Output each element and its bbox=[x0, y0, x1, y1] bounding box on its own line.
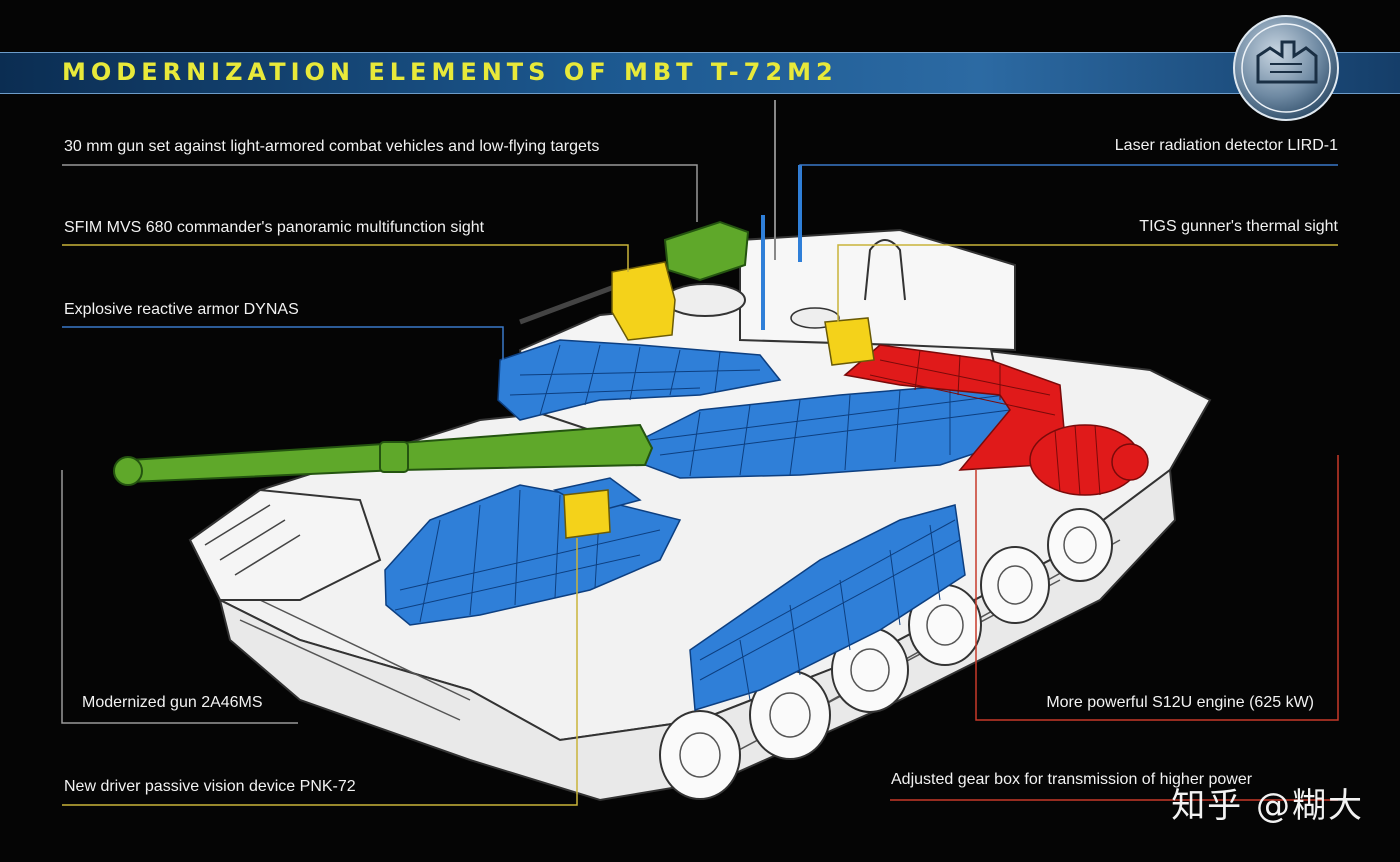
sight-blocks bbox=[563, 261, 875, 539]
leader-era bbox=[62, 326, 504, 360]
label-gun30: 30 mm gun set against light-armored comb… bbox=[64, 138, 600, 155]
leader-gun bbox=[61, 470, 298, 724]
label-sfim: SFIM MVS 680 commander's panoramic multi… bbox=[64, 219, 485, 236]
emblem-icon bbox=[1233, 15, 1339, 121]
leader-tigs bbox=[837, 244, 1338, 322]
leader-sfim bbox=[62, 244, 629, 272]
engine-gearbox bbox=[843, 344, 1149, 496]
label-engine: More powerful S12U engine (625 kW) bbox=[1046, 694, 1314, 711]
main-gun bbox=[113, 423, 654, 486]
label-gearbox: Adjusted gear box for transmission of hi… bbox=[891, 771, 1253, 788]
label-era: Explosive reactive armor DYNAS bbox=[64, 301, 299, 318]
leader-pnk bbox=[62, 538, 578, 806]
label-tigs: TIGS gunner's thermal sight bbox=[1139, 218, 1338, 235]
title-banner bbox=[0, 52, 1400, 94]
watermark: 知乎 @糊大 bbox=[1171, 786, 1364, 826]
label-lird: Laser radiation detector LIRD-1 bbox=[1114, 137, 1338, 154]
leader-engine bbox=[975, 455, 1339, 721]
leader-gun30 bbox=[62, 164, 698, 222]
label-gun: Modernized gun 2A46MS bbox=[82, 694, 263, 711]
label-pnk: New driver passive vision device PNK-72 bbox=[64, 778, 356, 795]
page-title: MODERNIZATION ELEMENTS OF MBT T-72M2 bbox=[62, 58, 838, 86]
leader-lird bbox=[799, 164, 1338, 180]
